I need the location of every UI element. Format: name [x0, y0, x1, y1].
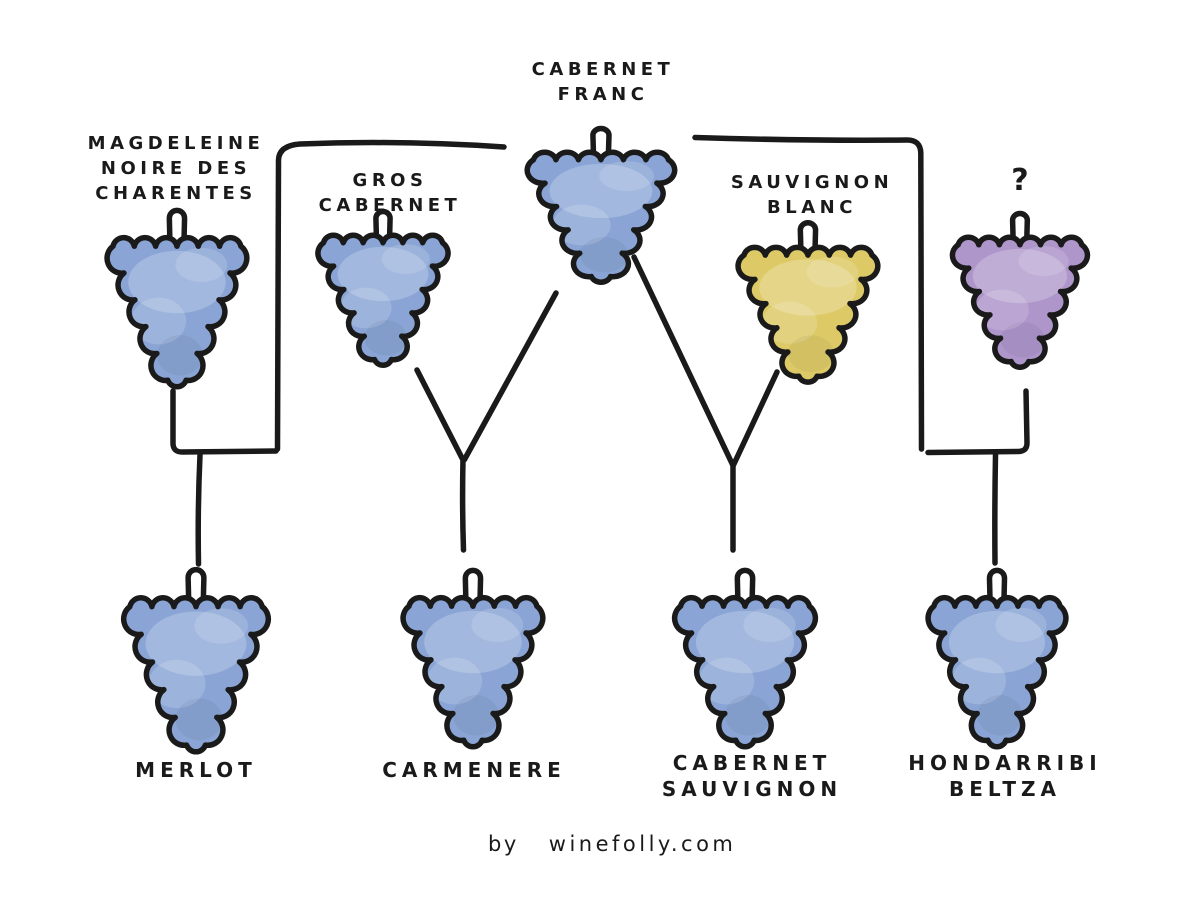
grape-cabernet-sauvignon: [675, 570, 816, 746]
grape-gros-cabernet: [318, 212, 448, 366]
grape-sauvignon-blanc: [738, 223, 878, 382]
connector-cabfranc-to-left-bracket: [274, 139, 507, 452]
grape-cabernet-franc: [527, 129, 674, 283]
grape-carmenere: [403, 570, 543, 746]
credit-prefix: by: [488, 832, 519, 856]
connector-unknown-bracket: [925, 388, 1030, 456]
connector-magdeleine-bracket: [170, 388, 279, 455]
connector-cabfranc-to-carmenere-junction: [461, 290, 559, 463]
label-gros-cabernet: GROS CABERNET: [318, 170, 462, 216]
grape-magdeleine: [107, 210, 247, 386]
credit-site: winefolly.com: [548, 832, 737, 856]
label-sauvignon-blanc: SAUVIGNON BLANC: [730, 172, 894, 218]
grape-hondarribi-beltza: [928, 570, 1066, 746]
connector-cabfranc-to-cabsauv-junction: [631, 254, 736, 468]
label-cabernet-sauvignon: CABERNET SAUVIGNON: [661, 751, 843, 801]
connector-cabfranc-to-right-bracket: [692, 134, 925, 452]
connector-groscabernet-to-junction: [414, 367, 466, 462]
connector-hondarribi-drop: [992, 452, 999, 566]
grape-unknown: [952, 214, 1087, 368]
connector-lines: [170, 134, 1030, 567]
label-merlot: MERLOT: [135, 758, 257, 782]
connector-sauvblanc-to-junction: [730, 369, 780, 468]
label-cabernet-franc: CABERNET FRANC: [531, 59, 675, 105]
label-carmenere: CARMENERE: [382, 758, 566, 782]
label-magdeleine: MAGDELEINE NOIRE DES CHARENTES: [87, 133, 265, 204]
grape-merlot: [124, 570, 269, 752]
label-hondarribi-beltza: HONDARRIBI BELTZA: [908, 751, 1102, 801]
connector-merlot-drop: [195, 452, 203, 567]
label-unknown-parent: ?: [1011, 163, 1029, 198]
credit: by winefolly.com: [488, 832, 736, 856]
connector-carmenere-drop: [459, 456, 467, 553]
